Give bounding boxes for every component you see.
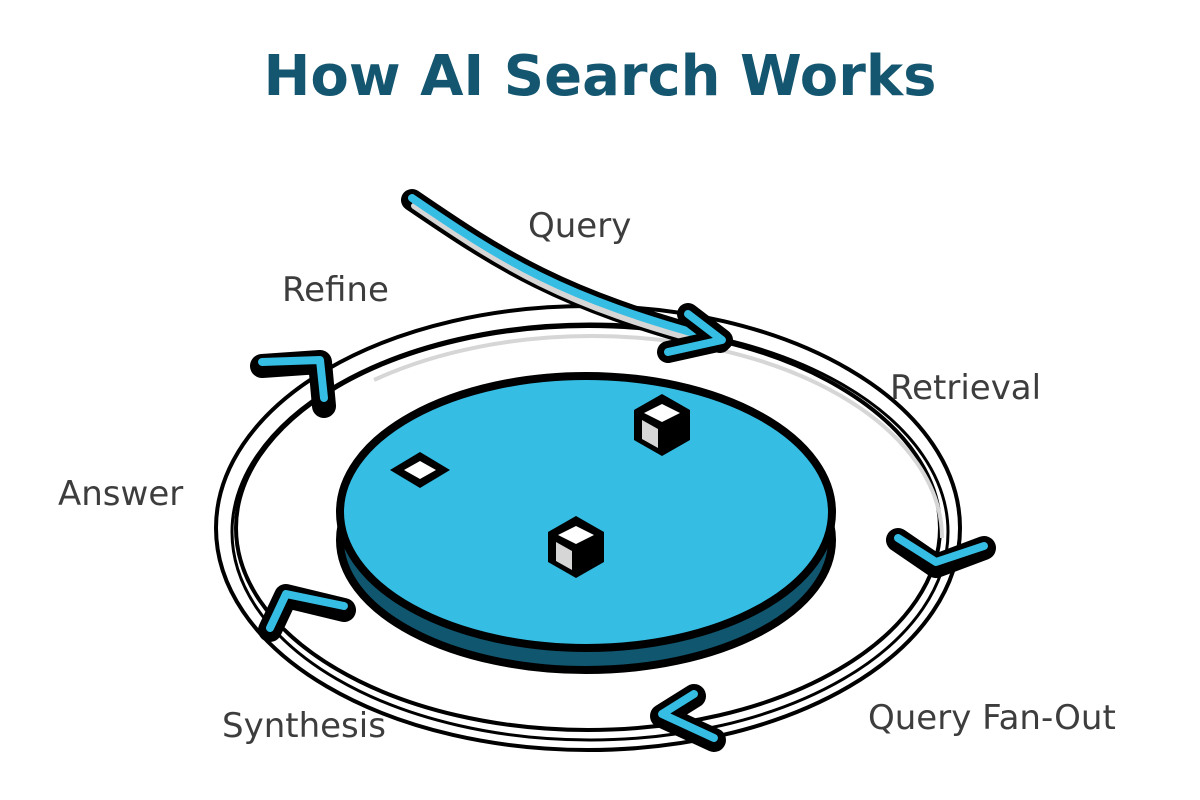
synthesis-chevron-icon [258, 584, 356, 642]
stage-label-synthesis: Synthesis [222, 706, 386, 746]
data-disk [336, 372, 836, 674]
stage-label-query-fan-out: Query Fan-Out [868, 698, 1116, 738]
cube-icon [634, 394, 690, 456]
cube-icon [548, 516, 604, 578]
cycle-ring [214, 304, 962, 752]
stage-label-answer: Answer [58, 474, 184, 514]
diamond-icon [390, 452, 450, 488]
refine-chevron-icon [250, 350, 336, 418]
page-title: How AI Search Works [263, 44, 937, 109]
stage-label-retrieval: Retrieval [890, 368, 1042, 408]
fan-out-chevron-icon [650, 684, 726, 752]
stage-label-refine: Refine [282, 270, 389, 310]
retrieval-chevron-icon [886, 528, 996, 578]
stage-label-query: Query [528, 206, 632, 246]
query-arrow [401, 189, 733, 363]
